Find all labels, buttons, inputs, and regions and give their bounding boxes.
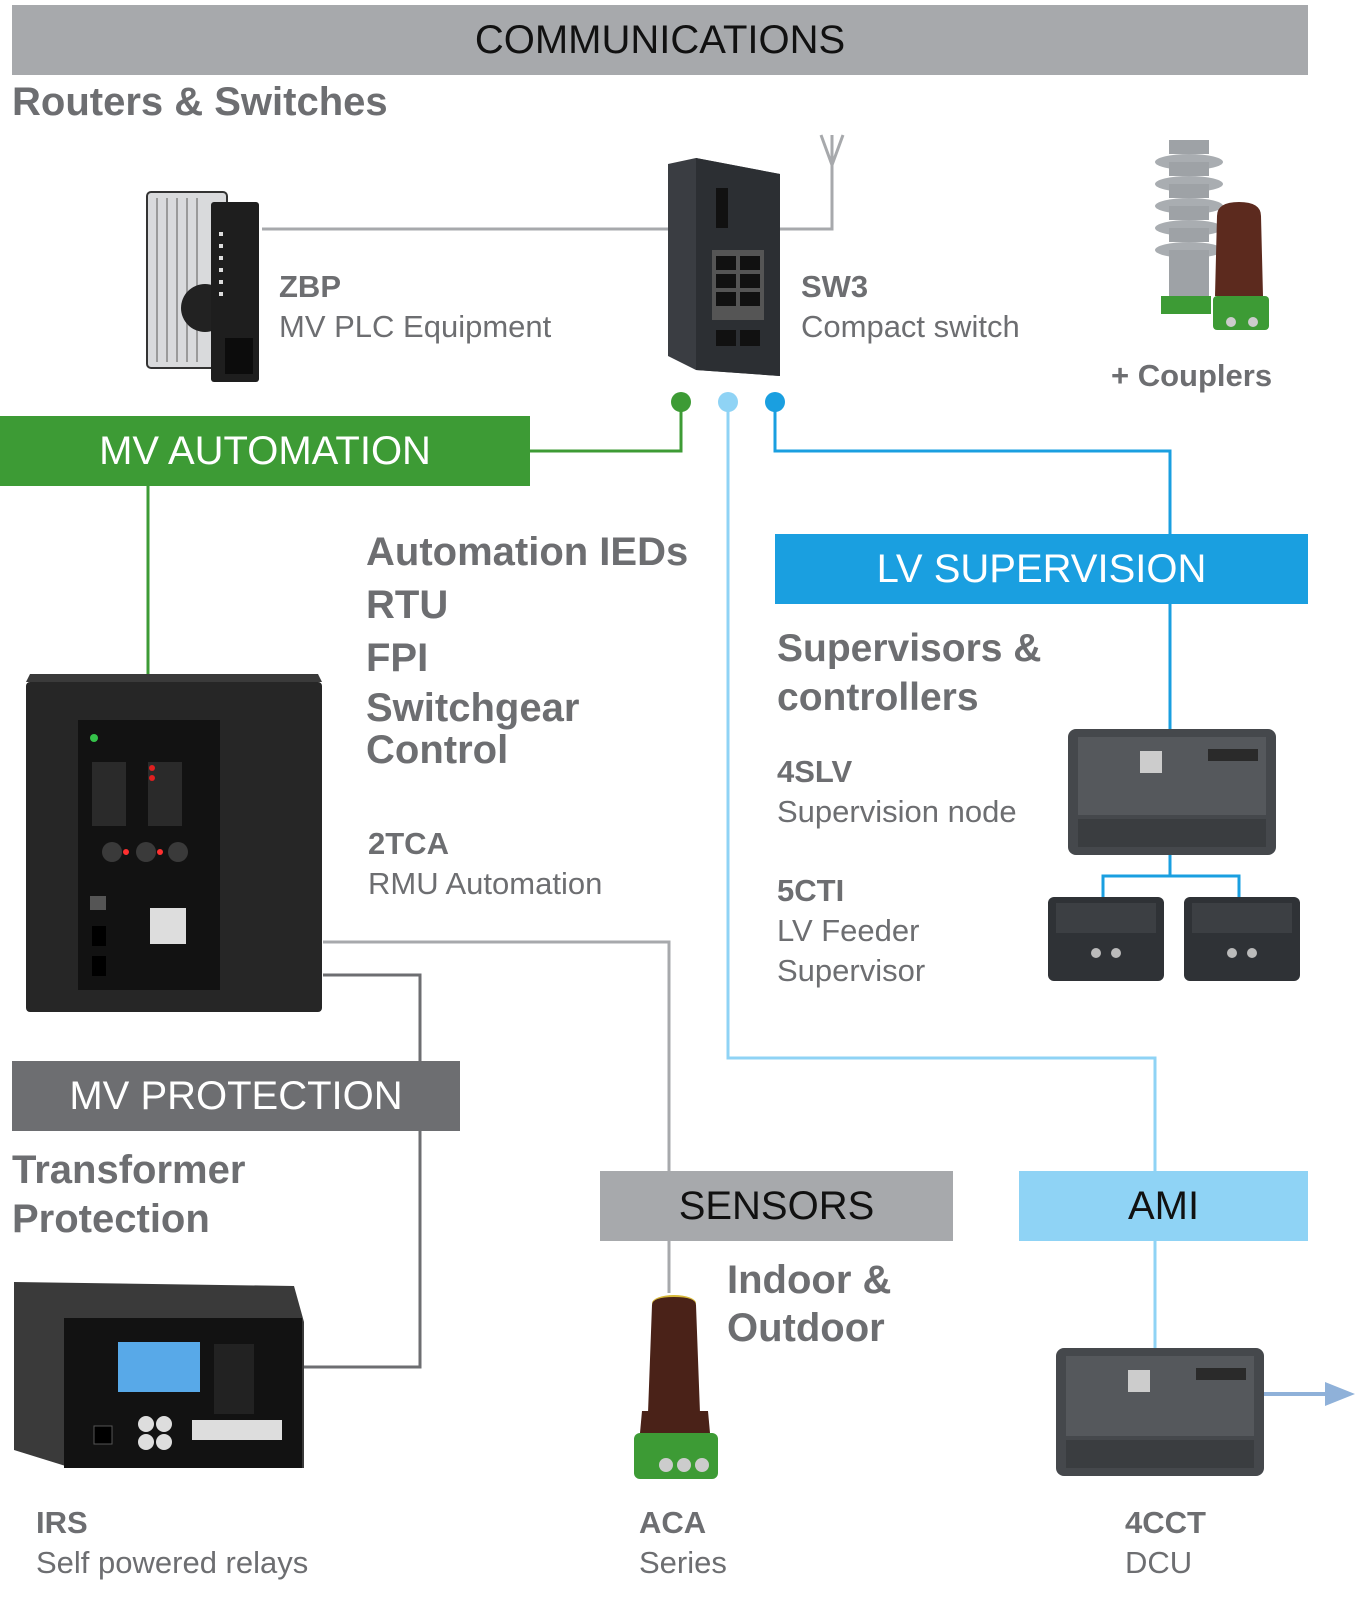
automation-item: Automation IEDs [366, 530, 689, 574]
automation-item: Switchgear [366, 686, 580, 730]
4slv-code: 4SLV [777, 754, 853, 789]
sensors-title: SENSORS [678, 1183, 875, 1228]
couplers-label: + Couplers [1111, 358, 1273, 393]
communications-title: COMMUNICATIONS [474, 17, 846, 62]
2tca-device-image [26, 672, 326, 1017]
mv-automation-title: MV AUTOMATION [99, 428, 431, 473]
routers-switches-subtitle: Routers & Switches [12, 80, 388, 124]
sensors-subtitle-line2: Outdoor [727, 1306, 885, 1350]
sw3-switch-image [668, 158, 786, 376]
5cti-description-line1: LV Feeder [777, 913, 920, 948]
supervisors-subtitle-line2: controllers [777, 676, 979, 719]
automation-item: RTU [366, 583, 449, 627]
5cti-device-image [1184, 897, 1302, 983]
mv-automation-header: MV AUTOMATION [0, 416, 530, 486]
communications-header: COMMUNICATIONS [12, 5, 1308, 75]
4cct-code: 4CCT [1125, 1505, 1206, 1540]
5cti-code: 5CTI [777, 873, 845, 908]
sw3-code: SW3 [801, 269, 869, 304]
automation-item: FPI [366, 636, 429, 680]
aca-description: Series [639, 1545, 727, 1580]
ami-header: AMI [1019, 1171, 1308, 1241]
protection-subtitle-line1: Transformer [12, 1148, 246, 1192]
irs-description: Self powered relays [36, 1545, 309, 1580]
mv-protection-header: MV PROTECTION [12, 1061, 460, 1131]
4cct-device-image [1056, 1348, 1266, 1478]
mv-protection-title: MV PROTECTION [69, 1073, 403, 1118]
automation-items: Automation IEDs RTU FPI Switchgear Contr… [366, 528, 688, 771]
aca-code: ACA [639, 1505, 707, 1540]
4slv-device-image [1068, 729, 1278, 857]
supervisors-subtitle-line1: Supervisors & [777, 627, 1042, 670]
aca-sensor-image [628, 1293, 728, 1487]
irs-device-image [14, 1282, 306, 1472]
4cct-description: DCU [1125, 1545, 1193, 1580]
lv-supervision-header: LV SUPERVISION [775, 534, 1308, 604]
zbp-code: ZBP [279, 269, 341, 304]
irs-code: IRS [36, 1505, 88, 1540]
couplers-image [1155, 136, 1285, 346]
2tca-code: 2TCA [368, 826, 449, 861]
sensors-header: SENSORS [600, 1171, 953, 1241]
sensors-subtitle-line1: Indoor & [727, 1258, 892, 1302]
sw3-description: Compact switch [801, 309, 1020, 344]
5cti-device-image [1048, 897, 1166, 983]
5cti-description-line2: Supervisor [777, 953, 926, 988]
automation-item: Control [366, 728, 509, 772]
4slv-description: Supervision node [777, 794, 1017, 829]
ami-title: AMI [1127, 1183, 1200, 1228]
zbp-device-image [145, 188, 263, 384]
zbp-description: MV PLC Equipment [279, 309, 552, 344]
protection-subtitle-line2: Protection [12, 1197, 210, 1241]
2tca-description: RMU Automation [368, 866, 603, 901]
lv-supervision-title: LV SUPERVISION [876, 546, 1207, 591]
